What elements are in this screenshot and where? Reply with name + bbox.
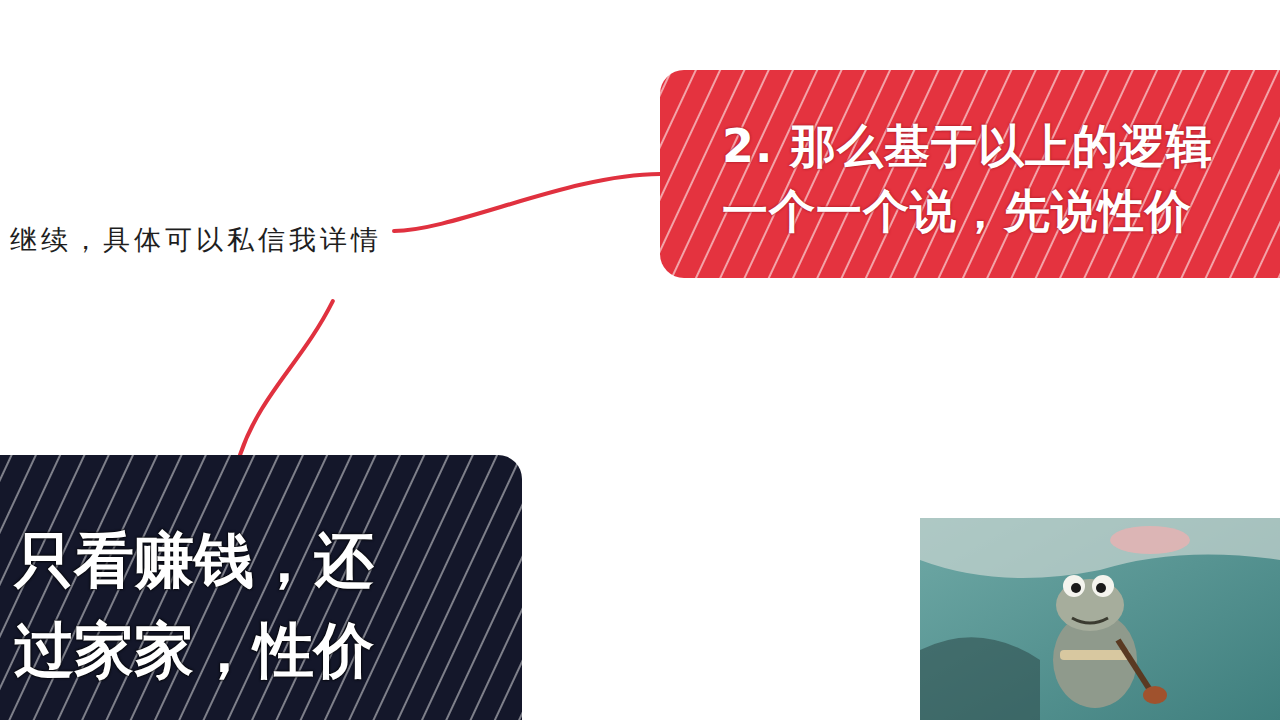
figure-pipe	[1118, 640, 1150, 690]
figure-mouth	[1072, 618, 1108, 623]
topic-text: 继续，具体可以私信我详情	[10, 222, 382, 257]
figure-pupil	[1071, 583, 1081, 593]
figure-eye	[1092, 575, 1114, 597]
figure-pupil	[1096, 583, 1106, 593]
topic-text: 只看赚钱，还 过家家，性价	[14, 515, 392, 695]
topic-box: 只看赚钱，还 过家家，性价	[0, 455, 522, 720]
topic-text: 继续，具体可以私信我详情	[6, 218, 386, 261]
figure-belt	[1060, 650, 1130, 660]
figure-pipe-bowl	[1143, 686, 1167, 704]
topic-text: 2. 那么基于以上的逻辑 一个一个说，先说性价	[722, 114, 1256, 245]
photo-shadow	[920, 637, 1040, 720]
photo-wall	[920, 518, 1280, 578]
branch-line	[240, 301, 333, 455]
branch-line	[394, 174, 660, 231]
figure-eye	[1063, 575, 1085, 597]
photo-ground	[920, 518, 1280, 720]
topic-box: 2. 那么基于以上的逻辑 一个一个说，先说性价	[660, 70, 1280, 278]
photo-blur	[1110, 526, 1190, 554]
